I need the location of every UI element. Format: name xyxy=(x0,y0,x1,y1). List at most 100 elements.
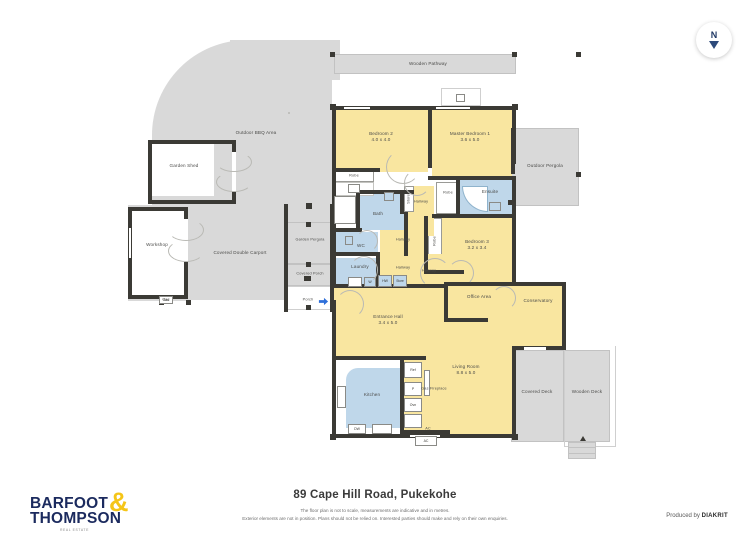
door-arc-bed3 xyxy=(420,258,450,288)
garden-shed-door-arc-b xyxy=(216,172,252,192)
master-bedroom-name: Master Bedroom 1 xyxy=(449,130,491,136)
wc-toilet-box xyxy=(345,236,353,245)
barfoot-thompson-logo: BARFOOT & THOMPSON REAL ESTATE xyxy=(30,489,170,533)
wall-office-top xyxy=(444,282,514,286)
post-d xyxy=(512,434,518,440)
post-m xyxy=(576,172,581,177)
label-bedroom-3: Bedroom 3 3.2 x 3.4 xyxy=(465,239,489,251)
label-robe-master: Robe xyxy=(443,190,453,195)
logo-tagline: REAL ESTATE xyxy=(60,528,89,533)
wall-top-exterior xyxy=(332,106,516,110)
outdoor-upper-extension xyxy=(230,40,340,80)
garden-shed-wall-top xyxy=(148,140,236,144)
north-arrow-icon xyxy=(709,41,719,49)
produced-by: Produced by DIAKRIT xyxy=(666,513,728,519)
wall-right-exterior-2 xyxy=(512,176,516,286)
post-e xyxy=(306,222,311,227)
label-master-bedroom: Master Bedroom 1 3.6 x 5.0 xyxy=(450,131,490,143)
garden-shed-wall-right-upper xyxy=(232,140,236,152)
workshop-wall-top xyxy=(128,207,188,211)
label-wooden-deck: Wooden Deck xyxy=(571,388,603,394)
wall-left-exterior xyxy=(332,106,336,206)
disclaimer: The floor plan is not to scale, measurem… xyxy=(0,507,750,524)
covered-deck-shape xyxy=(511,350,564,442)
label-gas-fireplace: Gas Fireplace xyxy=(421,386,447,391)
outdoor-pergola-wall xyxy=(511,128,515,174)
label-store-bath: Store xyxy=(406,194,411,204)
label-bedroom-2: Bedroom 2 4.0 x 4.0 xyxy=(369,131,393,143)
entrance-hall-name: Entrance Hall xyxy=(373,313,403,319)
ac-wall-box: AC xyxy=(415,436,437,446)
compass-north-label: N xyxy=(710,30,718,40)
pergola-wall-left xyxy=(284,204,288,312)
label-ensuite: Ensuite xyxy=(481,188,499,194)
workshop-wall-bottom xyxy=(128,295,188,299)
ensuite-basin-box xyxy=(489,202,501,211)
door-arc-conservatory xyxy=(492,286,516,310)
disclaimer-line-2: Exterior elements are not in position. P… xyxy=(242,516,508,522)
wall-conservatory-top xyxy=(512,282,566,286)
page-title: 89 Cape Hill Road, Pukekohe xyxy=(293,489,457,501)
kitchen-island-box xyxy=(337,386,346,408)
produced-by-brand: DIAKRIT xyxy=(701,513,728,519)
pergola-wall-right xyxy=(330,204,334,312)
dishwasher-box: DW xyxy=(348,424,366,434)
post-k xyxy=(512,52,517,57)
post-h xyxy=(306,305,311,310)
wall-bed3-left xyxy=(424,216,428,274)
workshop-door-arc-b xyxy=(168,240,204,262)
label-bath: Bath xyxy=(372,210,384,216)
label-garden-pergola: Garden Pergola xyxy=(296,237,325,242)
gas-meter-box: Gas xyxy=(159,296,173,304)
post-c xyxy=(330,434,336,440)
deck-step-line-1 xyxy=(568,447,596,448)
pantry-box: P xyxy=(404,382,422,396)
deck-steps xyxy=(568,442,596,459)
outdoor-pergola-shape xyxy=(511,128,579,206)
wall-bed2-bottom xyxy=(332,168,380,172)
bedroom-3-dim: 3.2 x 3.4 xyxy=(467,245,487,250)
bedroom2-vanity-box xyxy=(348,184,360,193)
floor-plan-canvas: Ref P Ovn DW W HW Store AC Gas Bedroom 2… xyxy=(128,40,616,459)
label-outdoor-pergola: Outdoor Pergola xyxy=(527,162,563,168)
kitchen-floor xyxy=(346,368,400,428)
produced-by-prefix: Produced by xyxy=(666,513,702,519)
garden-pergola-line1: Garden Pergola xyxy=(295,237,325,242)
sink-box xyxy=(372,424,392,434)
garden-shed-interior xyxy=(152,144,214,196)
store-laundry-box: Store xyxy=(393,275,407,287)
deck-step-arrow xyxy=(580,436,586,441)
label-porch: Porch xyxy=(302,297,314,302)
label-hallway-4: Hallway xyxy=(395,265,411,270)
hot-water-box: HW xyxy=(378,275,392,287)
door-arc-office xyxy=(448,260,474,286)
label-robe-bedroom3: Robe xyxy=(432,236,437,246)
wall-ensuite-left xyxy=(456,178,460,218)
label-carport: Covered Double Carport xyxy=(213,249,267,255)
window-top-1 xyxy=(344,106,370,110)
wall-kitchen-top xyxy=(332,356,404,360)
garden-shed-wall-right-lower xyxy=(232,192,236,204)
logo-line-2: THOMPSON xyxy=(30,509,122,527)
label-laundry: Laundry xyxy=(351,263,369,269)
label-gas: Gas xyxy=(162,297,170,302)
bath-basin-box xyxy=(384,192,394,201)
label-hallway-2: Hallway xyxy=(395,237,411,242)
wooden-deck-shape xyxy=(564,350,610,442)
wall-office-bottom xyxy=(444,318,488,322)
entry-arrow-icon xyxy=(318,294,329,306)
post-b xyxy=(512,104,518,110)
right-void-panel xyxy=(564,206,616,346)
wall-living-left-stub xyxy=(404,356,426,360)
workshop-window-left xyxy=(129,228,131,258)
wall-ensuite-bottom xyxy=(432,214,516,218)
post-j xyxy=(330,52,335,57)
label-covered-deck: Covered Deck xyxy=(521,388,553,394)
label-entrance-hall: Entrance Hall 3.4 x 5.0 xyxy=(373,314,403,326)
post-n xyxy=(508,200,513,205)
refrigerator-box: Ref xyxy=(404,362,422,378)
wooden-pathway-shape xyxy=(334,54,516,74)
post-a xyxy=(330,104,336,110)
post-i xyxy=(304,276,309,281)
workshop-wall-right-upper xyxy=(184,207,188,219)
